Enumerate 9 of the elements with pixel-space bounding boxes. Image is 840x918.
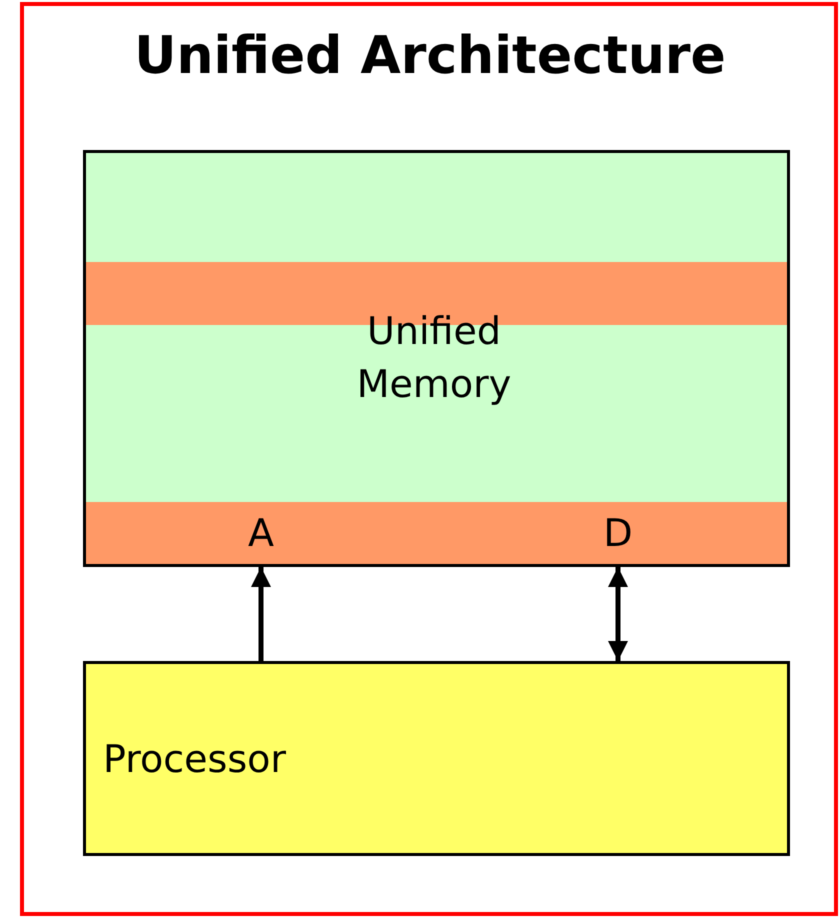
port-label: A — [231, 502, 291, 564]
diagram-title: Unified Architecture — [133, 26, 727, 86]
memory-box — [83, 150, 790, 567]
processor-box — [83, 661, 790, 856]
port-label: D — [588, 502, 648, 564]
arrow — [608, 567, 628, 661]
arrow — [251, 567, 271, 661]
box-label: Processor — [103, 736, 286, 783]
box-label: Unified Memory — [356, 308, 512, 408]
